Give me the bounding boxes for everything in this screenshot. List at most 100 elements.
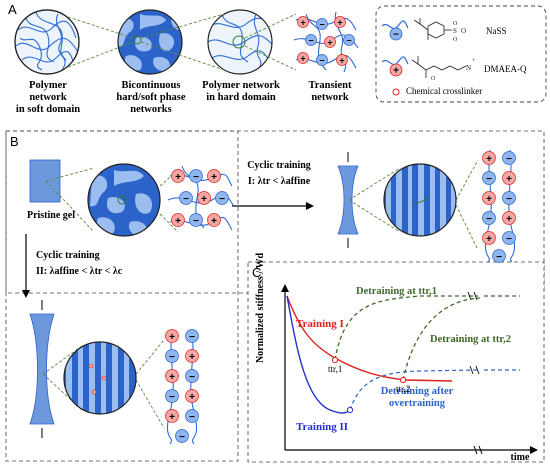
svg-text:+: +	[189, 352, 195, 363]
svg-text:−: −	[193, 216, 199, 227]
svg-text:+: +	[169, 412, 175, 423]
detraining-after-overtraining-label: Detraining after overtraining	[380, 386, 454, 409]
zoom-connectors-a	[67, 13, 297, 71]
svg-text:−: −	[193, 172, 199, 183]
training-2-condition: II: λaffine < λtr < λc	[36, 266, 123, 277]
training-2-label: Training II	[296, 421, 349, 433]
training-2-curve	[286, 295, 351, 414]
training-2-title: Cyclic training	[36, 250, 100, 261]
stretched-gel-2	[29, 300, 55, 438]
ttr2-marker	[399, 376, 407, 384]
ttr2-label: ttr,2	[396, 384, 411, 394]
svg-text:+: +	[300, 54, 305, 64]
svg-text:+: +	[189, 392, 195, 403]
svg-text:−: −	[219, 194, 225, 205]
transient-charges-a: + − + − + − + − +	[297, 16, 355, 66]
svg-text:+: +	[506, 214, 512, 225]
svg-text:−: −	[183, 194, 189, 205]
detraining-2-curve	[402, 297, 481, 381]
svg-text:−: −	[179, 432, 185, 443]
svg-text:+: +	[169, 332, 175, 343]
svg-text:−: −	[189, 332, 195, 343]
svg-text:+: +	[337, 18, 342, 28]
svg-text:−: −	[393, 30, 399, 41]
pristine-network-circle	[87, 163, 161, 237]
panel-b-letter: B	[10, 134, 19, 149]
svg-text:+: +	[506, 174, 512, 185]
ttr1-marker	[331, 356, 339, 364]
nass-icon: −	[381, 20, 409, 41]
svg-text:−: −	[486, 214, 492, 225]
svg-text:−: −	[189, 412, 195, 423]
svg-text:O: O	[453, 21, 458, 27]
svg-text:−: −	[319, 20, 324, 30]
chart-x-label: time	[510, 452, 530, 463]
svg-text:+: +	[393, 66, 399, 77]
dmaea-icon: +	[381, 56, 409, 77]
legend-box	[375, 5, 547, 103]
svg-text:N: N	[466, 64, 471, 72]
svg-text:+: +	[327, 38, 332, 48]
svg-text:−: −	[506, 234, 512, 245]
detraining-2-label: Detraining at ttr,2	[430, 334, 511, 345]
dmaea-structure: O N +	[411, 56, 476, 82]
svg-text:O: O	[453, 37, 458, 43]
svg-text:−: −	[506, 194, 512, 205]
svg-text:+: +	[300, 18, 305, 28]
nass-structure: S O O O	[413, 18, 466, 43]
training-1-condition: I: λtr < λaffine	[247, 176, 311, 187]
chart-axes	[281, 284, 538, 455]
svg-text:+: +	[486, 154, 492, 165]
zoom-connectors-training-2	[42, 339, 165, 429]
svg-text:+: +	[486, 234, 492, 245]
svg-text:+: +	[175, 172, 181, 183]
panel-c-letter: C	[252, 265, 262, 280]
aligned-ion-chain-2: + − − + + − − + + − −	[165, 329, 199, 445]
ttr1-label: ttr,1	[328, 364, 343, 374]
pristine-ion-network: + − + − + − + − +	[167, 165, 235, 231]
svg-text:+: +	[201, 194, 207, 205]
svg-text:−: −	[189, 372, 195, 383]
training-1-label: Training I	[296, 318, 344, 330]
aligned-ion-chain-1: + − − + + − − + + − −	[482, 149, 516, 263]
hard-domain-circle	[207, 9, 273, 75]
svg-text:−: −	[169, 392, 175, 403]
pristine-gel-label: Pristine gel	[26, 210, 76, 221]
legend-nass-label: NaSS	[486, 26, 507, 36]
bicontinuous-circle	[117, 9, 183, 75]
caption-hard-domain: Polymer network in hard domain	[202, 80, 280, 103]
svg-text:−: −	[496, 252, 502, 263]
aligned-network-circle-1	[383, 163, 457, 237]
svg-text:−: −	[486, 174, 492, 185]
svg-text:−: −	[169, 352, 175, 363]
panel-c-frame	[247, 261, 545, 463]
svg-text:S: S	[453, 27, 457, 35]
svg-text:+: +	[175, 216, 181, 227]
detraining-1-curve	[334, 295, 520, 361]
svg-text:+: +	[211, 216, 217, 227]
svg-text:+: +	[339, 56, 344, 66]
svg-text:+: +	[211, 172, 217, 183]
svg-text:O: O	[431, 76, 436, 82]
svg-text:+: +	[472, 58, 476, 64]
soft-domain-circle	[14, 9, 80, 75]
svg-text:−: −	[319, 56, 324, 66]
overtraining-marker	[346, 406, 354, 414]
svg-text:−: −	[346, 36, 351, 46]
caption-bicontinuous: Bicontinuous hard/soft phase networks	[116, 80, 186, 115]
panel-b-left-frame	[5, 130, 239, 462]
svg-text:−: −	[308, 36, 313, 46]
caption-transient-network: Transient network	[308, 80, 352, 103]
caption-soft-domain: Polymer network in soft domain	[15, 80, 81, 115]
stretched-gel-1	[337, 152, 359, 248]
svg-text:+: +	[486, 194, 492, 205]
aligned-network-circle-2	[63, 341, 137, 415]
legend-dmaea-label: DMAEA-Q	[484, 64, 527, 74]
svg-text:−: −	[506, 154, 512, 165]
chart-y-label: Normalized stiffness / Wd	[255, 252, 266, 364]
pristine-gel-shape	[29, 159, 61, 203]
legend-crosslinker-label: Chemical crosslinker	[406, 86, 483, 96]
detraining-1-label: Detraining at ttr,1	[356, 286, 437, 297]
training-1-title: Cyclic training	[247, 160, 311, 171]
